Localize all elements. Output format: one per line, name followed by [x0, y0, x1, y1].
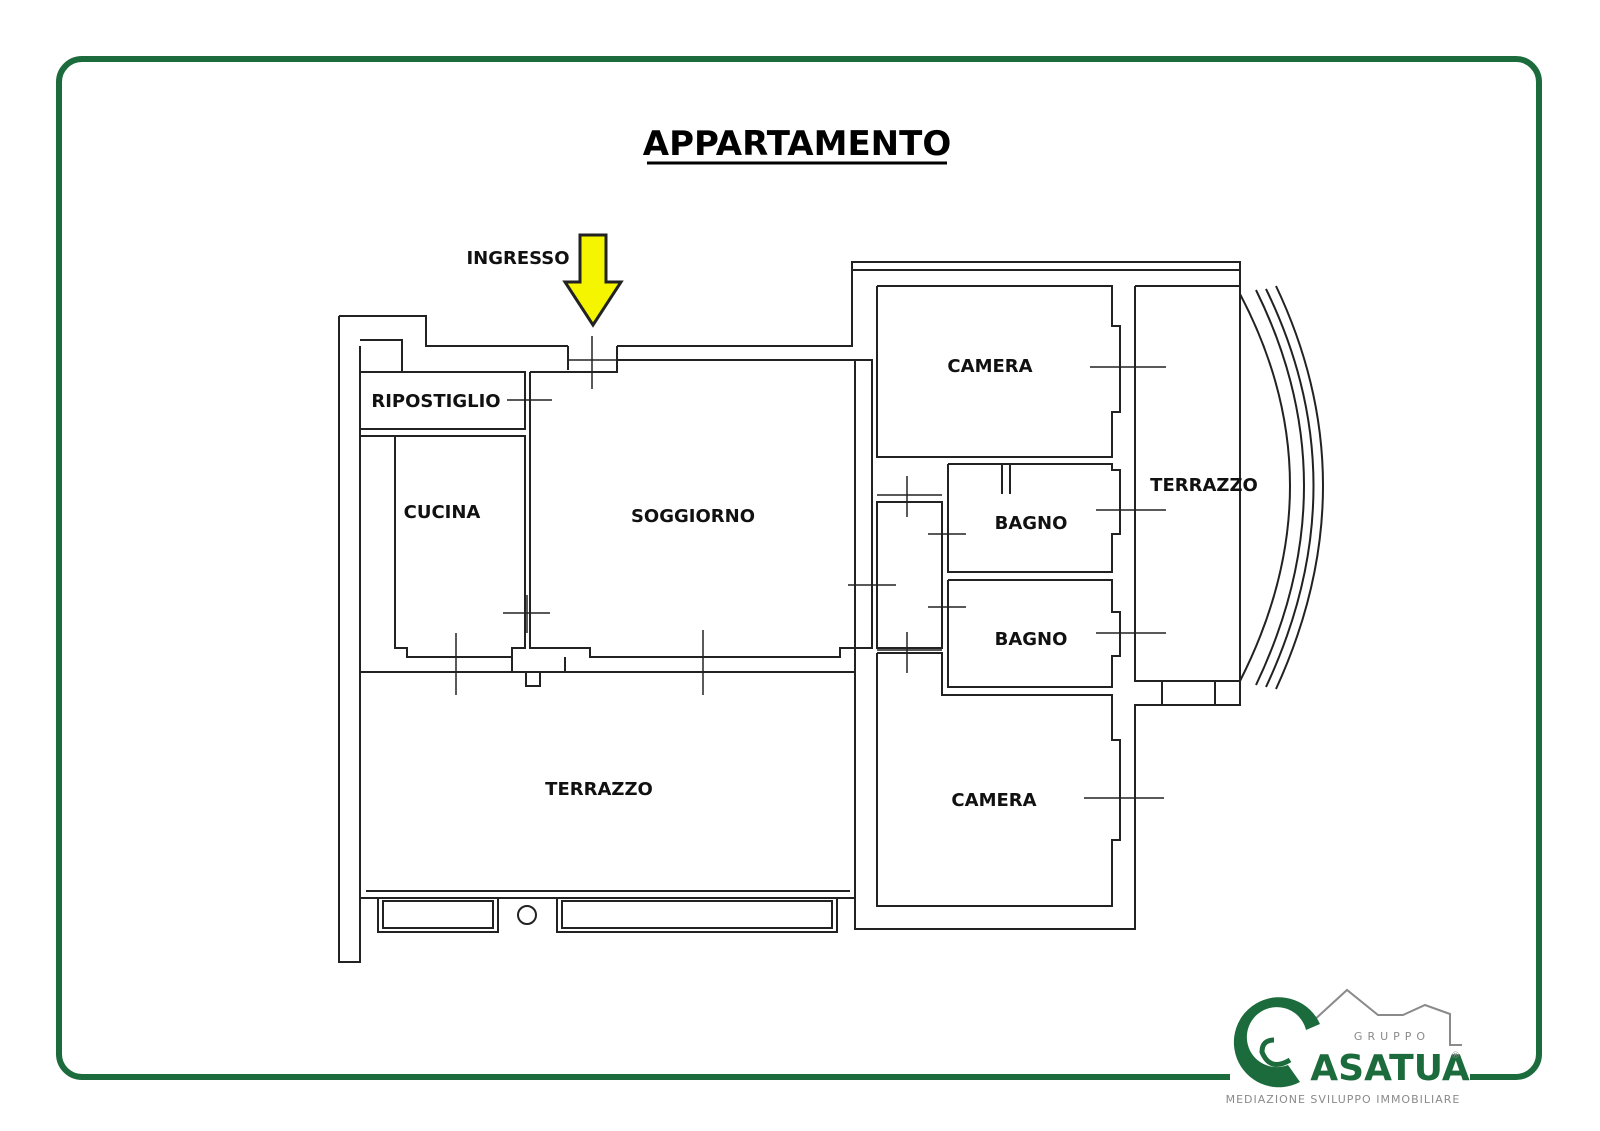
planter-left-inner	[382, 900, 494, 929]
wall-top-mid	[617, 261, 1241, 347]
room-label-bagno-bottom: BAGNO	[995, 629, 1068, 650]
room-label-camera-bottom: CAMERA	[951, 790, 1036, 811]
curved-balcony-mid	[1255, 289, 1305, 686]
bagno-top-room	[947, 463, 1121, 573]
curved-balcony-rail	[1265, 288, 1315, 688]
terrazzo-side-step	[1161, 680, 1241, 706]
logo-swirl-inner-icon	[1259, 1037, 1292, 1067]
soggiorno-room	[529, 359, 873, 658]
cucina-room	[360, 435, 526, 658]
room-label-terrazzo-main: TERRAZZO	[545, 779, 653, 800]
company-logo: GRUPPO ASATUA ® MEDIAZIONE SVILUPPO IMMO…	[1226, 988, 1470, 1106]
room-label-ripostiglio: RIPOSTIGLIO	[371, 391, 500, 412]
logo-brand: ASATUA	[1310, 1048, 1470, 1089]
terrazzo-passage-left	[511, 657, 566, 687]
page-frame	[56, 56, 1542, 1080]
curved-balcony-outer	[1239, 293, 1291, 682]
logo-group-label: GRUPPO	[1354, 1030, 1430, 1043]
planter-right-inner	[561, 900, 833, 929]
page-title: APPARTAMENTO	[643, 124, 951, 164]
curved-balcony-inner	[1275, 285, 1324, 690]
room-label-camera-top: CAMERA	[947, 356, 1032, 377]
camera-bottom-room	[876, 652, 1121, 907]
planter-left	[377, 897, 499, 933]
logo-registered-mark: ®	[1451, 1051, 1460, 1061]
logo-tagline: MEDIAZIONE SVILUPPO IMMOBILIARE	[1226, 1093, 1461, 1106]
room-label-bagno-top: BAGNO	[995, 513, 1068, 534]
room-label-cucina: CUCINA	[404, 502, 481, 523]
ripostiglio-notch	[360, 339, 403, 372]
logo-swirl-icon	[1233, 997, 1320, 1088]
logo-roofline-icon	[1311, 988, 1462, 1046]
bagno-bottom-room	[947, 579, 1121, 688]
entrance-arrow-icon	[562, 233, 624, 328]
corridor	[876, 501, 943, 649]
walls	[338, 261, 1324, 963]
drain-column	[517, 905, 537, 925]
door-marks	[455, 336, 1166, 799]
wall-left-column	[338, 316, 361, 963]
camera-top-room	[876, 285, 1121, 458]
wall-left-outer	[339, 315, 568, 347]
entrance-label: INGRESSO	[466, 248, 569, 269]
room-label-soggiorno: SOGGIORNO	[631, 506, 755, 527]
room-label-terrazzo-side: TERRAZZO	[1150, 475, 1258, 496]
planter-right	[556, 897, 838, 933]
